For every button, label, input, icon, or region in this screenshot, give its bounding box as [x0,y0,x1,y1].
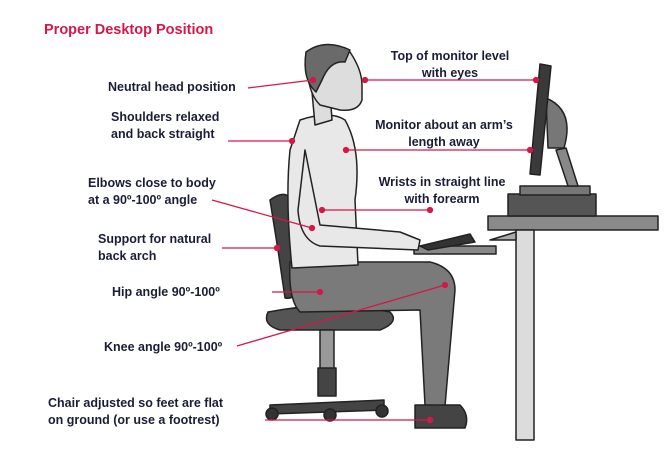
label-head: Neutral head position [108,80,236,94]
label-knee: Knee angle 90º-100º [104,340,223,354]
person [287,43,468,429]
keyboard [413,233,497,255]
desk [487,215,659,441]
page-title: Proper Desktop Position [44,22,214,38]
monitor [507,63,597,217]
label-hip: Hip angle 90º-100º [112,285,220,299]
callout-lines [211,76,540,424]
